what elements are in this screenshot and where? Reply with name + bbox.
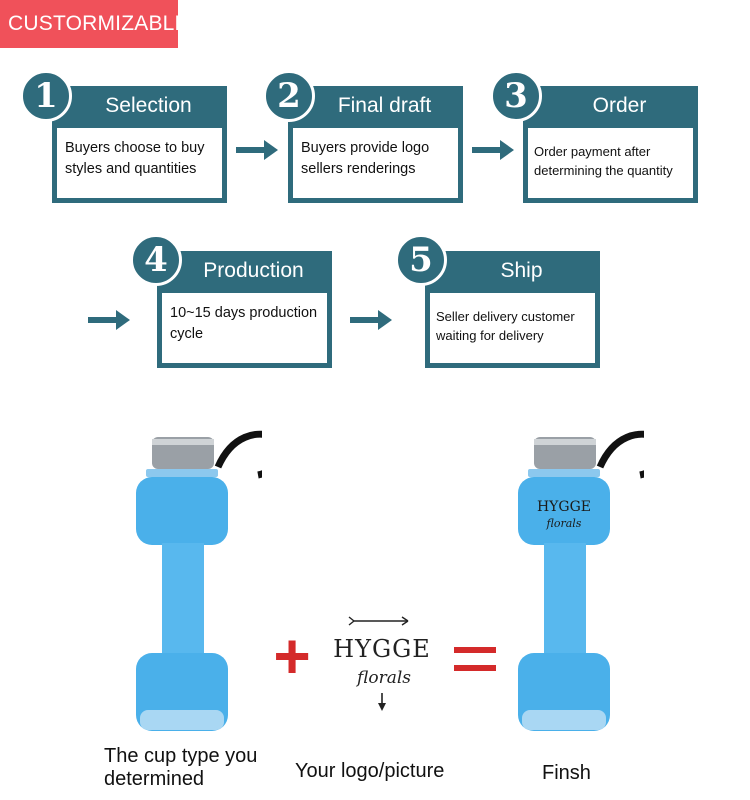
caption-cup-type: The cup type you determined xyxy=(104,745,258,790)
step-order: Order Order payment after determining th… xyxy=(523,86,698,203)
step-title: Production xyxy=(203,259,304,282)
step-description: Buyers choose to buy styles and quantiti… xyxy=(57,128,222,198)
equals-sign xyxy=(454,647,496,671)
logo-wordmark: HYGGE xyxy=(333,635,431,663)
step-production: Production 10~15 days production cycle xyxy=(157,251,332,368)
step-number-badge: 5 xyxy=(395,234,447,286)
dumbbell-bottle-image xyxy=(136,430,262,731)
arrow-right-icon xyxy=(236,140,278,160)
arrow-right-icon xyxy=(88,310,130,330)
step-number-badge: 2 xyxy=(263,70,315,122)
step-description: Seller delivery customer waiting for del… xyxy=(430,293,595,363)
printed-logo-script: florals xyxy=(546,517,582,530)
step-description: 10~15 days production cycle xyxy=(162,293,327,363)
step-number-badge: 3 xyxy=(490,70,542,122)
logo-image: HYGGE florals xyxy=(333,616,431,711)
step-description: Buyers provide logo sellers renderings xyxy=(293,128,458,198)
printed-logo-text: HYGGE xyxy=(537,499,591,515)
step-description: Order payment after determining the quan… xyxy=(528,128,693,198)
step-number-badge: 4 xyxy=(130,234,182,286)
step-number-badge: 1 xyxy=(20,70,72,122)
step-title: Final draft xyxy=(337,94,432,117)
caption-finish: Finsh xyxy=(542,762,591,784)
finished-bottle-image: HYGGE florals xyxy=(518,430,644,731)
step-selection: Selection Buyers choose to buy styles an… xyxy=(52,86,227,203)
step-title: Ship xyxy=(500,259,543,282)
arrow-right-icon xyxy=(472,140,514,160)
customizable-banner: CUSTORMIZABLE xyxy=(0,0,189,48)
step-title: Selection xyxy=(105,94,192,117)
arrow-right-icon xyxy=(350,310,392,330)
step-ship: Ship Seller delivery customer waiting fo… xyxy=(425,251,600,368)
caption-your-logo: Your logo/picture xyxy=(295,760,445,782)
logo-script: florals xyxy=(355,668,411,688)
step-final-draft: Final draft Buyers provide logo sellers … xyxy=(288,86,463,203)
plus-sign: + xyxy=(273,620,311,692)
step-title: Order xyxy=(592,94,647,117)
